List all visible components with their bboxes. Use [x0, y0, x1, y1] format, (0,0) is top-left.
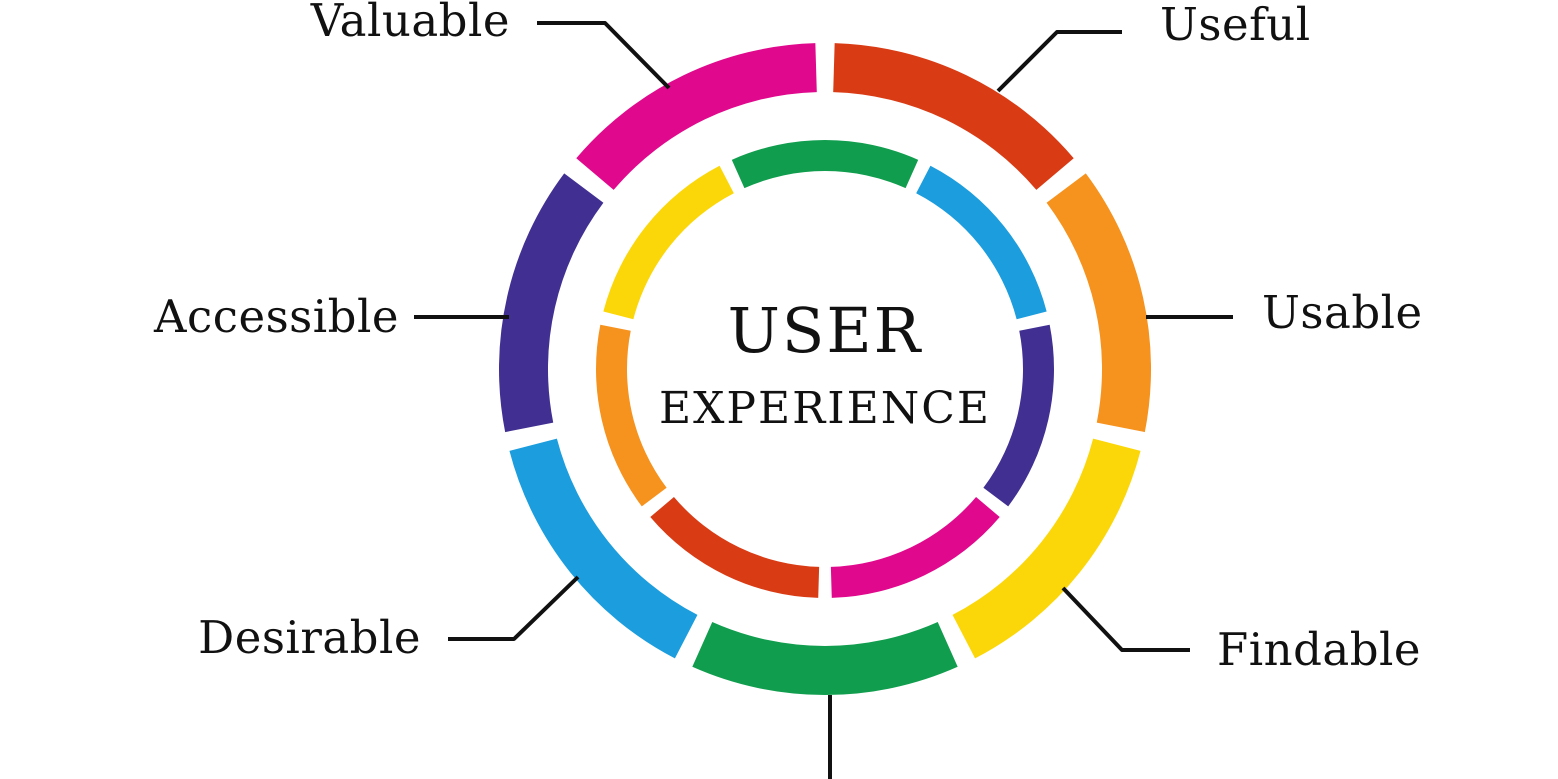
- inner-ring-segment-yellow: [603, 165, 734, 320]
- center-title-line1: USER: [727, 294, 923, 367]
- outer-ring-segment-red: [833, 43, 1074, 190]
- inner-ring-segment-green: [731, 140, 919, 189]
- inner-ring-segment-red: [650, 497, 820, 598]
- outer-ring-segment-indigo: [498, 173, 604, 433]
- label-valuable: Valuable: [310, 0, 510, 47]
- connector-desirable: [448, 575, 580, 641]
- outer-ring-segment-green: [692, 622, 958, 695]
- inner-ring-segment-cyan: [916, 165, 1047, 320]
- label-findable: Findable: [1217, 623, 1422, 676]
- label-useful: Useful: [1160, 0, 1311, 51]
- outer-ring-segment-yellow: [952, 438, 1141, 659]
- center-title-line2: EXPERIENCE: [658, 383, 992, 434]
- label-accessible: Accessible: [154, 290, 399, 343]
- inner-ring-segment-orange: [596, 324, 667, 507]
- connector-findable: [1061, 586, 1190, 652]
- connector-useful: [996, 30, 1122, 93]
- outer-ring-segment-magenta: [576, 43, 817, 190]
- label-desirable: Desirable: [198, 611, 421, 664]
- inner-ring-segment-magenta: [830, 497, 1000, 598]
- outer-ring-segment-orange: [1046, 173, 1152, 433]
- inner-ring-segment-indigo: [983, 324, 1054, 507]
- label-usable: Usable: [1262, 286, 1423, 339]
- connector-valuable: [537, 21, 671, 90]
- outer-ring-segment-cyan: [509, 438, 698, 659]
